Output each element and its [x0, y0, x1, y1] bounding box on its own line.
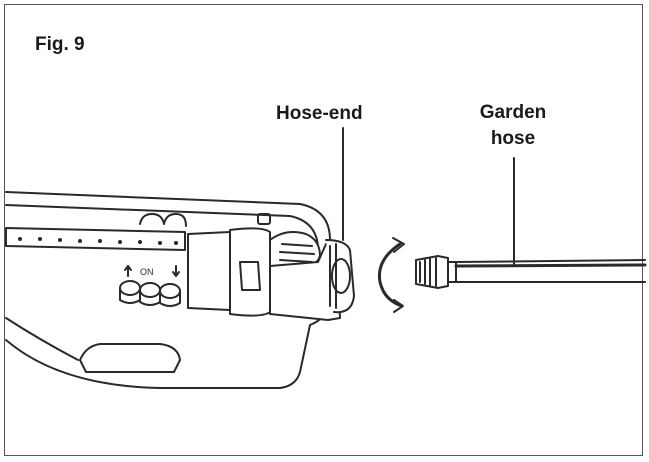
hose-connector-threads — [419, 257, 437, 287]
dial-buttons — [119, 280, 181, 307]
sprinkler-base-edge — [5, 317, 79, 361]
garden-hose-callout-line2: hose — [490, 128, 536, 149]
sprinkler-body-outline — [5, 191, 331, 389]
hose-end-callout: Hose-end — [276, 103, 363, 124]
top-tab — [257, 213, 271, 225]
hose-connector-neck — [447, 261, 457, 283]
nozzle-dots — [18, 237, 178, 245]
rotation-arrow-icon — [377, 237, 405, 313]
garden-hose-callout-line1: Garden — [479, 102, 547, 123]
nozzle-bar — [5, 227, 186, 251]
hose-end-opening — [331, 258, 351, 294]
dial-arrow-right — [172, 265, 180, 277]
dial-arrow-left — [124, 265, 132, 277]
dial-text: ON — [140, 267, 154, 277]
coupling-collar — [187, 231, 231, 311]
garden-hose-stripe — [454, 263, 647, 268]
figure-title: Fig. 9 — [35, 34, 85, 55]
coupling-latch — [239, 261, 261, 291]
hose-end-ribs — [329, 243, 337, 309]
garden-hose-top — [455, 259, 646, 263]
figure-frame — [4, 4, 643, 456]
range-buttons — [139, 213, 187, 227]
garden-hose-callout: Garden hose — [466, 100, 560, 152]
hose-end-fitting — [325, 239, 355, 314]
sprinkler-base-slot — [79, 343, 181, 373]
coupling-knob-ridges — [279, 243, 315, 263]
